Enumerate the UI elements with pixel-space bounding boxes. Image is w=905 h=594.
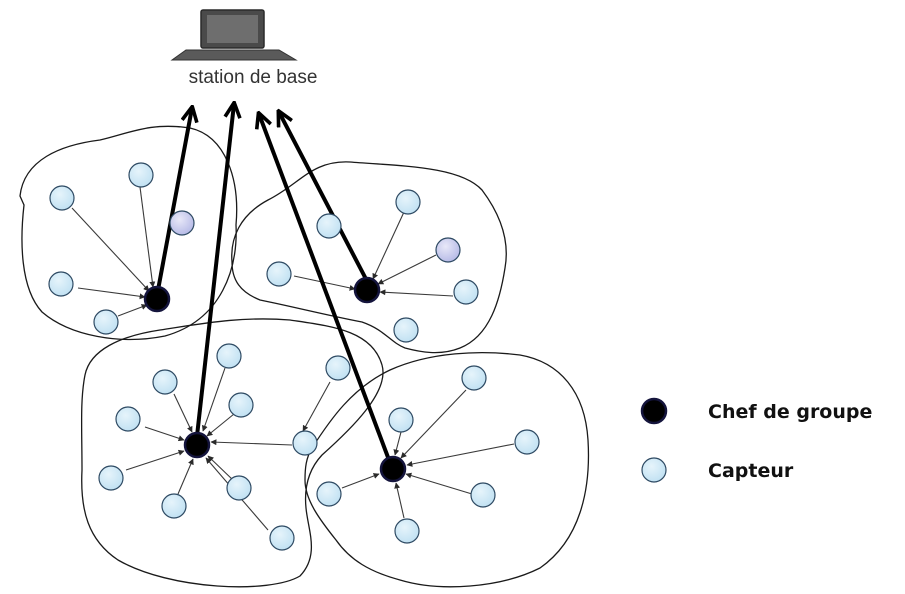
link: [125, 449, 185, 471]
sensor-node: [395, 189, 421, 215]
base-station-label: station de base: [189, 67, 318, 88]
legend: Chef de groupe Capteur: [640, 397, 872, 483]
sensor-node: [169, 210, 195, 236]
sensor-node: [453, 279, 479, 305]
sensor-node: [228, 392, 254, 418]
sensor-node: [316, 213, 342, 239]
sensor-node: [128, 162, 154, 188]
legend-cluster-head-label: Chef de groupe: [708, 401, 872, 423]
sensor-node: [292, 430, 318, 456]
sensor-node: [514, 429, 540, 455]
link: [393, 431, 402, 456]
cluster-head-node: [379, 455, 407, 483]
link: [206, 413, 235, 437]
link: [117, 304, 148, 317]
cluster-outline-bottom-left: [80, 318, 384, 588]
sensor-node: [48, 271, 74, 297]
link: [210, 439, 293, 446]
link: [201, 367, 226, 432]
sensor-node: [316, 481, 342, 507]
cluster-outline-bottom-right: [304, 352, 590, 588]
uplink-arrow: [195, 104, 234, 437]
uplink-arrow: [156, 108, 192, 291]
link: [405, 472, 473, 495]
link: [71, 207, 150, 292]
cluster-head-node: [353, 276, 381, 304]
laptop-icon: [170, 9, 298, 61]
legend-sensor-label: Capteur: [708, 460, 794, 482]
cluster-links: [71, 186, 515, 531]
sensor-node: [152, 369, 178, 395]
legend-cluster-head-swatch: [640, 397, 668, 425]
sensor-node: [325, 355, 351, 381]
sensor-node: [394, 518, 420, 544]
sensor-nodes: [48, 162, 540, 551]
link: [77, 287, 146, 300]
sensor-node: [266, 261, 292, 287]
sensor-node: [98, 465, 124, 491]
link: [173, 393, 193, 433]
sensor-node: [393, 317, 419, 343]
link: [400, 389, 467, 459]
uplinks: [156, 104, 391, 461]
cluster-outline-top-right: [231, 161, 507, 354]
link: [207, 455, 235, 482]
link: [372, 211, 405, 280]
legend-sensor-swatch: [641, 457, 667, 483]
uplink-arrow: [259, 114, 391, 461]
sensor-node: [115, 406, 141, 432]
sensor-node: [49, 185, 75, 211]
sensor-node: [161, 493, 187, 519]
link: [341, 473, 380, 489]
link: [139, 186, 156, 288]
sensor-node: [226, 475, 252, 501]
sensor-node: [216, 343, 242, 369]
cluster-head-node: [183, 431, 211, 459]
link: [406, 443, 515, 467]
link: [302, 381, 331, 432]
link: [379, 289, 454, 297]
link: [144, 426, 185, 442]
link: [377, 254, 437, 285]
uplink-arrow: [279, 112, 369, 282]
cluster-head-node: [143, 285, 171, 313]
link: [177, 458, 194, 495]
sensor-node: [269, 525, 295, 551]
sensor-node: [435, 237, 461, 263]
sensor-node: [93, 309, 119, 335]
cluster-outline-top-left: [19, 125, 238, 341]
sensor-node: [461, 365, 487, 391]
cluster-heads: [143, 276, 407, 483]
sensor-node: [388, 407, 414, 433]
link: [293, 275, 356, 291]
link: [394, 482, 405, 519]
sensor-node: [470, 482, 496, 508]
